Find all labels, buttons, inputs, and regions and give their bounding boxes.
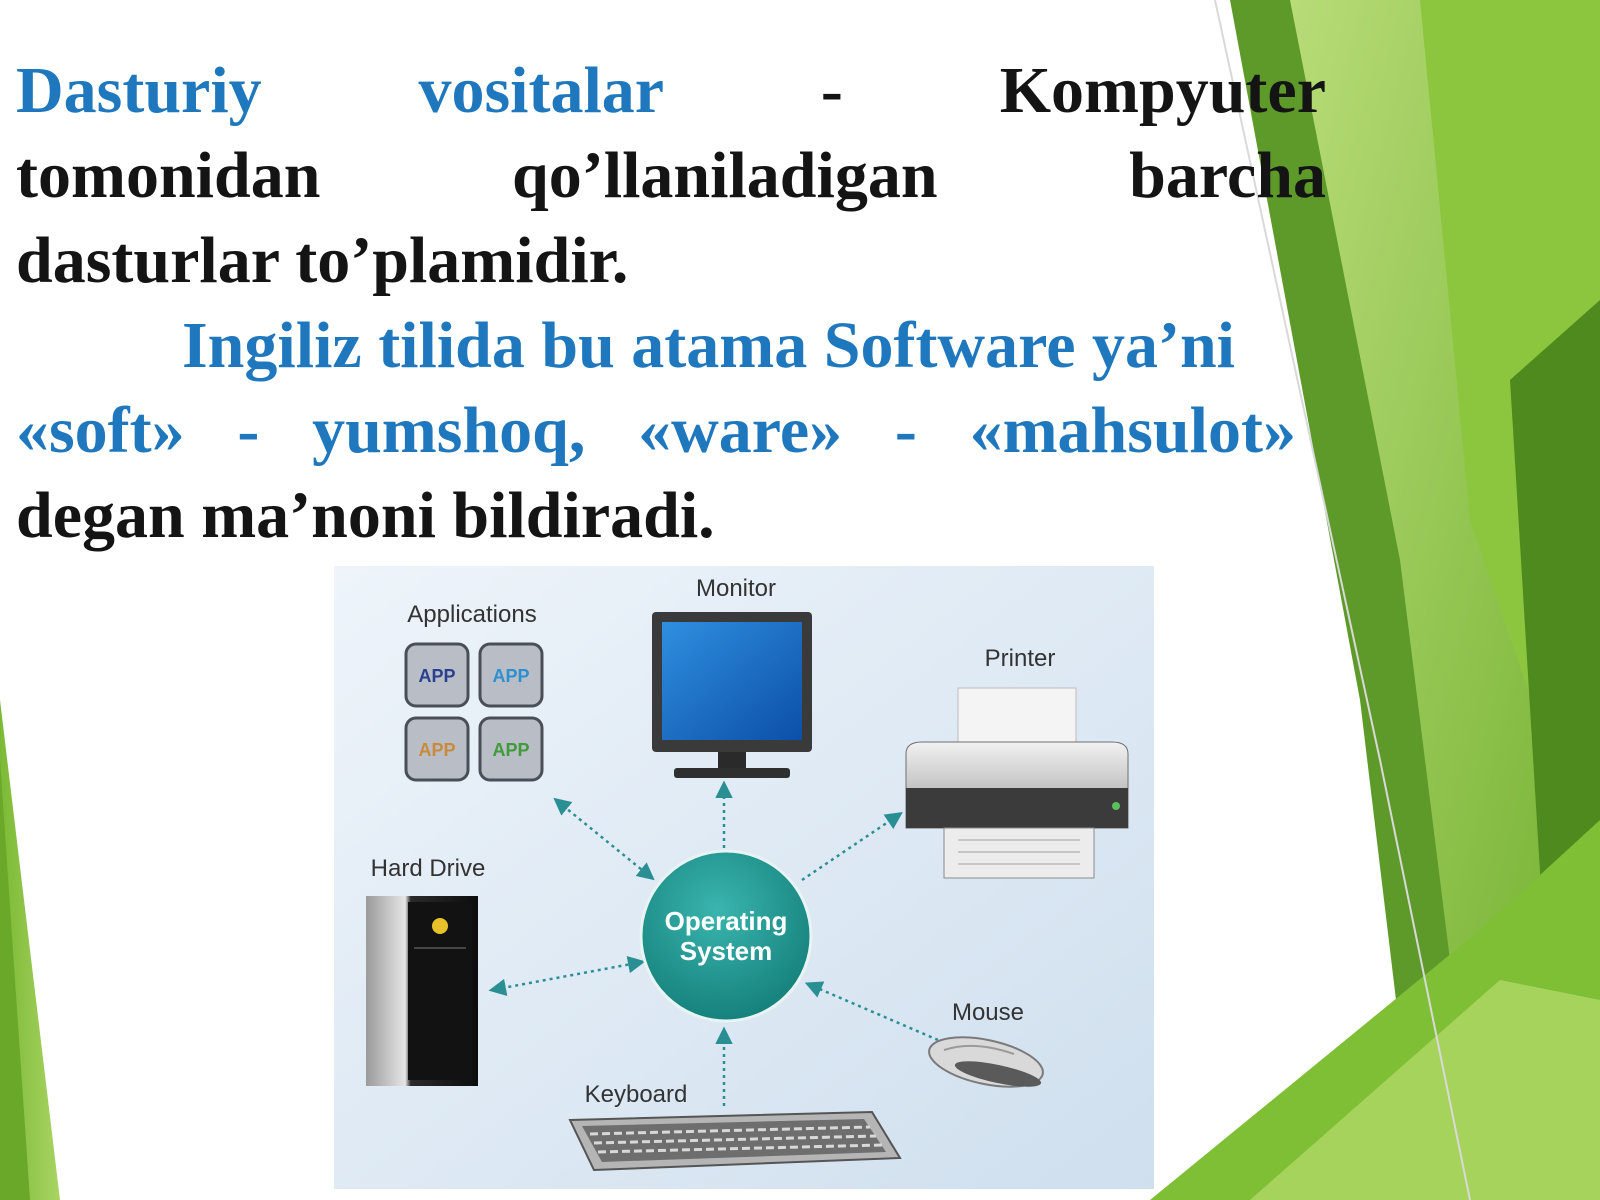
os-label-line1: Operating <box>665 906 788 936</box>
paragraph2-line3: degan ma’noni bildiradi. <box>16 479 715 552</box>
printer-label: Printer <box>985 645 1056 672</box>
word: - <box>894 394 917 467</box>
mouse-icon <box>928 1036 1044 1088</box>
app-tile-label: APP <box>418 666 455 686</box>
monitor-label: Monitor <box>696 575 776 602</box>
keyboard-icon <box>568 1110 902 1172</box>
hard-drive-label: Hard Drive <box>371 855 486 882</box>
decorative-line <box>1214 0 1471 1200</box>
word: tomonidan <box>16 139 321 212</box>
dash: - <box>820 54 843 127</box>
paragraph1-line3: dasturlar to’plamidir. <box>16 224 629 297</box>
word: barcha <box>1129 139 1326 212</box>
word: «mahsulot» <box>969 394 1296 467</box>
term-word-2: vositalar <box>418 54 665 127</box>
operating-system-circle <box>639 849 813 1023</box>
mouse-label: Mouse <box>952 999 1024 1026</box>
word: «ware» <box>638 394 843 467</box>
green-shape-left-strip <box>0 760 30 1200</box>
keyboard-label: Keyboard <box>585 1081 688 1108</box>
term-word-1: Dasturiy <box>16 54 262 127</box>
paragraph1-line2: tomonidan qo’llaniladigan barcha <box>16 133 1326 218</box>
slide-text: Dasturiy vositalar - Kompyuter tomonidan… <box>16 48 1326 558</box>
paragraph1-line1: Dasturiy vositalar - Kompyuter <box>16 48 1326 133</box>
app-tile-icon <box>478 642 544 708</box>
paragraph2-line2: «soft» - yumshoq, «ware» - «mahsulot» <box>16 388 1326 473</box>
word: - <box>237 394 260 467</box>
app-tile-icon <box>404 642 470 708</box>
arrow-hard-drive <box>488 955 646 997</box>
app-tiles: APP APP APP APP <box>404 642 544 782</box>
printer-icon <box>905 687 1129 879</box>
app-tile-label: APP <box>492 740 529 760</box>
paragraph2-line1: Ingiliz tilida bu atama Software ya’ni <box>182 309 1236 382</box>
word: «soft» <box>16 394 185 467</box>
os-label-line2: System <box>680 936 773 966</box>
operating-system-diagram: Operating System Applications APP APP AP… <box>334 566 1154 1189</box>
arrow-mouse <box>804 981 939 1042</box>
app-tile-icon <box>404 716 470 782</box>
app-tile-label: APP <box>492 666 529 686</box>
app-tile-icon <box>478 716 544 782</box>
computer-tower-icon <box>366 896 478 1086</box>
app-tile-label: APP <box>418 740 455 760</box>
monitor-icon <box>652 612 812 778</box>
word: qo’llaniladigan <box>512 139 938 212</box>
green-shape-bottom-right-light <box>1250 980 1600 1200</box>
word: yumshoq, <box>312 394 586 467</box>
applications-label: Applications <box>407 601 536 628</box>
word-kompyuter: Kompyuter <box>999 54 1326 127</box>
connector-arrows <box>488 780 939 1106</box>
arrow-printer <box>801 812 903 882</box>
